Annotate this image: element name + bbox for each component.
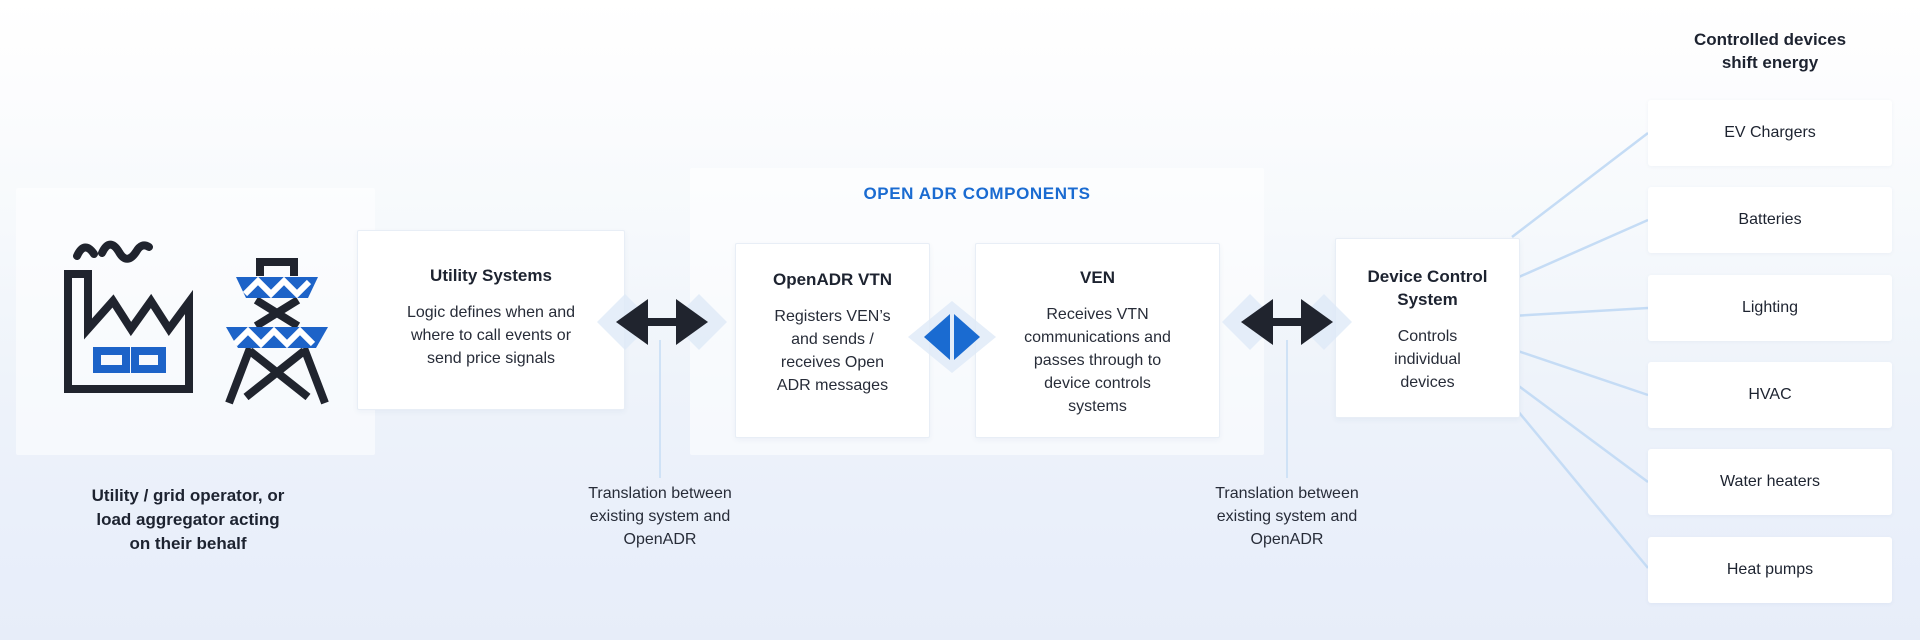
- utility-systems-title: Utility Systems: [430, 266, 552, 285]
- device-item-heat-pumps: Heat pumps: [1648, 537, 1892, 603]
- utility-operator-caption: Utility / grid operator, or load aggrega…: [91, 486, 285, 553]
- ven-body: Receives VTN communications and passes t…: [1024, 306, 1171, 415]
- device-item-batteries: Batteries: [1648, 187, 1892, 253]
- device-item-lighting: Lighting: [1648, 275, 1892, 341]
- device-control-system-body: Controls individual devices: [1394, 328, 1461, 391]
- fan-out-lines: [1511, 132, 1649, 569]
- device-item-hvac: HVAC: [1648, 362, 1892, 428]
- openadr-vtn-box: OpenADR VTN Registers VEN’s and sends / …: [735, 243, 930, 438]
- device-item-water-heaters: Water heaters: [1648, 449, 1892, 515]
- device-control-system-title: Device Control System: [1367, 267, 1488, 309]
- utility-systems-body: Logic defines when and where to call eve…: [406, 304, 576, 367]
- device-item-ev-chargers: EV Chargers: [1648, 100, 1892, 166]
- ven-box: VEN Receives VTN communications and pass…: [975, 243, 1220, 438]
- openadr-vtn-body: Registers VEN’s and sends / receives Ope…: [774, 308, 891, 394]
- device-control-system-box: Device Control System Controls individua…: [1335, 238, 1520, 418]
- openadr-vtn-title: OpenADR VTN: [773, 270, 892, 289]
- controlled-devices-heading: Controlled devices shift energy: [1693, 30, 1847, 72]
- translation-note-right: Translation between existing system and …: [1215, 485, 1359, 548]
- translation-note-left: Translation between existing system and …: [588, 485, 732, 548]
- transmission-tower-icon: [225, 258, 329, 405]
- utility-systems-box: Utility Systems Logic defines when and w…: [357, 230, 625, 410]
- ven-title: VEN: [1080, 268, 1115, 287]
- left-group-panel: [16, 188, 375, 455]
- factory-icon: [64, 240, 193, 393]
- openadr-components-heading: OPEN ADR COMPONENTS: [863, 184, 1091, 203]
